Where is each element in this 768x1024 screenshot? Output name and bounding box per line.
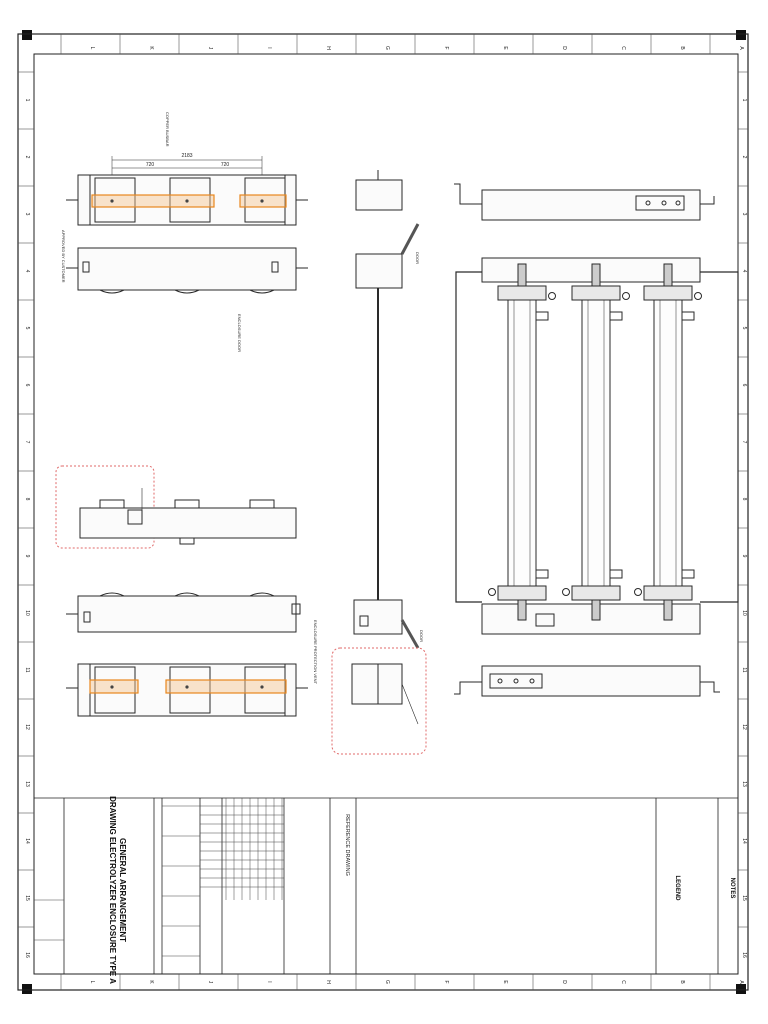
electrolyzer-stack — [562, 263, 630, 621]
grid-number-right: 3 — [741, 213, 747, 216]
title-block-grid — [34, 798, 284, 957]
grid-number-right: 10 — [741, 610, 747, 616]
outer-frame — [17, 33, 749, 991]
legend-label: LEGEND — [674, 875, 680, 901]
grid-letter-top: D — [561, 46, 567, 50]
approved-label: APPROVED BY CUSTOMER — [61, 230, 66, 283]
grid-number-left: 2 — [24, 156, 30, 159]
grid-number-left: 14 — [24, 838, 30, 844]
grid-letter-bottom: J — [207, 981, 213, 984]
grid-number-left: 16 — [24, 952, 30, 958]
grid-number-right: 6 — [741, 384, 747, 387]
grid-number-left: 12 — [24, 724, 30, 730]
grid-number-right: 13 — [741, 781, 747, 787]
grid-number-right: 14 — [741, 838, 747, 844]
view-detail-end — [79, 488, 297, 545]
view-end-detail — [351, 663, 419, 725]
grid-number-left: 7 — [24, 441, 30, 444]
grid-number-left: 15 — [24, 895, 30, 901]
busbar-top-1 — [91, 194, 215, 208]
dim-total: 2183 — [181, 153, 192, 159]
grid-number-right: 4 — [741, 270, 747, 273]
drawing-title-line-1: GENERAL ARRANGEMENT — [118, 838, 127, 942]
electrolyzer-stack — [488, 263, 556, 621]
grid-letter-bottom: G — [384, 980, 390, 984]
grid-letter-bottom: H — [325, 980, 331, 984]
electrolyzer-stacks — [488, 263, 702, 621]
grid-letter-bottom: A — [738, 980, 744, 984]
grid-letter-top: C — [620, 46, 626, 50]
notes-label: NOTES — [729, 878, 735, 899]
grid-letter-top: L — [89, 47, 95, 50]
grid-letter-bottom: L — [89, 981, 95, 984]
grid-letter-top: F — [443, 46, 449, 49]
grid-letter-top: G — [384, 46, 390, 50]
grid-letter-top: A — [738, 46, 744, 50]
dim-right: 720 — [221, 162, 230, 168]
grid-number-left: 9 — [24, 555, 30, 558]
grid-number-right: 2 — [741, 156, 747, 159]
grid-number-right: 7 — [741, 441, 747, 444]
corner-marks — [22, 30, 746, 994]
grid-number-right: 1 — [741, 99, 747, 102]
grid-number-right: 5 — [741, 327, 747, 330]
grid-letter-top: E — [502, 46, 508, 50]
grid-number-left: 1 — [24, 99, 30, 102]
grid-letter-bottom: B — [679, 980, 685, 984]
door-label-top: DOOR — [415, 252, 420, 264]
view-right-bottom — [454, 665, 720, 697]
grid-letter-top: H — [325, 46, 331, 50]
electrolyzer-stack — [634, 263, 702, 621]
grid-number-left: 5 — [24, 327, 30, 330]
grid-letter-bottom: I — [266, 981, 272, 982]
grid-number-left: 11 — [24, 667, 30, 672]
view-bottom-plan — [66, 663, 308, 717]
dim-left: 720 — [146, 162, 155, 168]
grid-letter-bottom: F — [443, 980, 449, 983]
grid-number-right: 16 — [741, 952, 747, 958]
grid-letter-bottom: K — [148, 980, 154, 984]
grid-number-right: 15 — [741, 895, 747, 901]
revision-cloud-middle — [331, 647, 427, 755]
grid-number-left: 6 — [24, 384, 30, 387]
drawing-title-line-2: DRAWING ELECTROLYZER ENCLOSURE TYPE A — [108, 796, 117, 984]
grid-number-left: 10 — [24, 610, 30, 616]
grid-number-right: 11 — [741, 667, 747, 672]
grid-number-left: 3 — [24, 213, 30, 216]
vent-label: ENCLOSURE PROTECTION VENT — [313, 620, 318, 685]
busbar-bottom-2 — [165, 679, 287, 694]
grid-letter-top: I — [266, 47, 272, 48]
grid-number-right: 12 — [741, 724, 747, 730]
title-block — [34, 797, 738, 974]
busbar-bottom-1 — [89, 679, 139, 694]
grid-reference-ticks — [18, 34, 748, 990]
grid-letter-top: K — [148, 46, 154, 50]
busbar-bottom-group — [89, 679, 287, 694]
grid-letter-top: J — [207, 47, 213, 50]
view-top-plan — [66, 156, 308, 226]
grid-number-left: 8 — [24, 498, 30, 501]
copper-busbar-label: COPPER BUSBAR — [165, 112, 170, 147]
grid-number-left: 13 — [24, 781, 30, 787]
busbar-top-group — [91, 194, 287, 208]
grid-letter-top: B — [679, 46, 685, 50]
enclosure-door-label: ENCLOSURE DOOR — [237, 314, 242, 352]
view-side-elevation-bottom — [66, 592, 301, 633]
grid-number-left: 4 — [24, 270, 30, 273]
grid-letter-bottom: D — [561, 980, 567, 984]
grid-number-right: 8 — [741, 498, 747, 501]
door-label-bottom: DOOR — [419, 630, 424, 642]
grid-letter-bottom: E — [502, 980, 508, 984]
view-right-top — [454, 183, 715, 221]
view-end-top — [353, 170, 420, 649]
grid-letter-bottom: C — [620, 980, 626, 984]
revision-cloud-left — [55, 465, 155, 549]
reference-label: REFERENCE DRAWING — [344, 814, 350, 876]
view-side-elevation-top — [66, 247, 308, 294]
grid-number-right: 9 — [741, 555, 747, 558]
